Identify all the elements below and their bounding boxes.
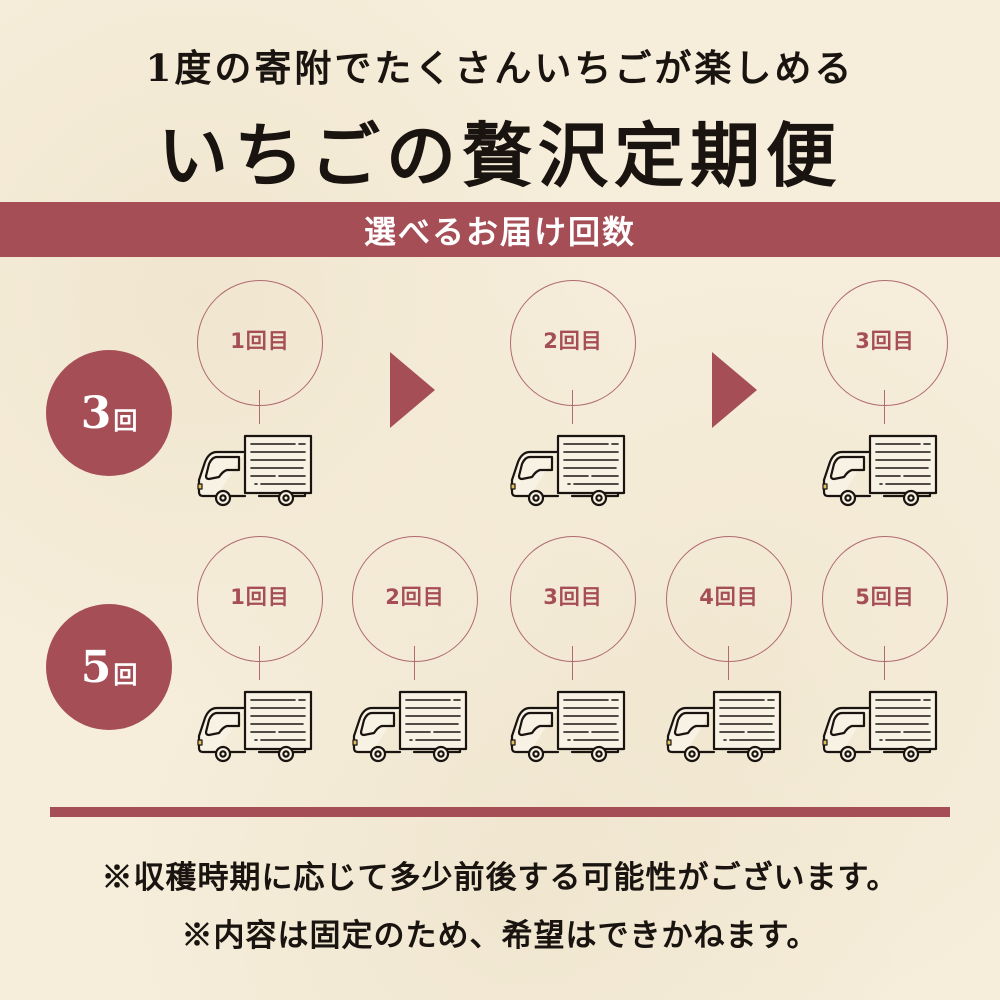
play-arrow-icon	[390, 352, 435, 428]
plan-count-number: 5	[80, 641, 112, 693]
step-circle: 1回目	[197, 536, 323, 662]
connector-line	[259, 646, 260, 680]
connector-line	[728, 646, 729, 680]
play-arrow-icon	[712, 352, 757, 428]
section-banner: 選べるお届け回数	[0, 202, 1000, 257]
divider	[50, 807, 950, 817]
step-label: 5回目	[855, 585, 915, 609]
truck-icon	[350, 686, 470, 766]
truck-icon	[820, 686, 940, 766]
truck-icon	[508, 686, 628, 766]
truck-icon	[195, 430, 315, 510]
connector-line	[259, 390, 260, 424]
plan-5-step-2: 2回目	[350, 536, 480, 766]
plan-3-step-1: 1回目	[195, 280, 325, 510]
plan-5-step-4: 4回目	[664, 536, 794, 766]
truck-icon	[195, 686, 315, 766]
note-harvest-timing: ※収穫時期に応じて多少前後する可能性がございます。	[101, 860, 899, 896]
plan-5-step-1: 1回目	[195, 536, 325, 766]
step-circle: 2回目	[510, 280, 636, 406]
plan-3-step-2: 2回目	[508, 280, 638, 510]
plan-5-step-3: 3回目	[508, 536, 638, 766]
page-title: いちごの贅沢定期便	[158, 114, 842, 197]
step-label: 3回目	[855, 329, 915, 353]
connector-line	[414, 646, 415, 680]
truck-icon	[664, 686, 784, 766]
step-label: 3回目	[543, 585, 603, 609]
plan-count-number: 3	[80, 387, 112, 439]
connector-line	[572, 390, 573, 424]
plan-3-step-3: 3回目	[820, 280, 950, 510]
plan-5-step-5: 5回目	[820, 536, 950, 766]
step-circle: 3回目	[510, 536, 636, 662]
note-fixed-contents: ※内容は固定のため、希望はできかねます。	[181, 918, 819, 954]
banner-label: 選べるお届け回数	[363, 212, 636, 251]
connector-line	[572, 646, 573, 680]
step-circle: 1回目	[197, 280, 323, 406]
step-circle: 5回目	[822, 536, 948, 662]
step-circle: 2回目	[352, 536, 478, 662]
plan-count-unit: 回	[113, 660, 138, 689]
step-label: 2回目	[385, 585, 445, 609]
plan-count-unit: 回	[113, 406, 138, 435]
step-label: 4回目	[699, 585, 759, 609]
step-circle: 4回目	[666, 536, 792, 662]
connector-line	[884, 390, 885, 424]
step-label: 2回目	[543, 329, 603, 353]
plan-3-badge: 3 回	[46, 350, 172, 476]
step-label: 1回目	[230, 329, 290, 353]
subtitle: 1度の寄附でたくさんいちごが楽しめる	[145, 46, 855, 90]
plan-5-badge: 5 回	[46, 604, 172, 730]
connector-line	[884, 646, 885, 680]
step-circle: 3回目	[822, 280, 948, 406]
truck-icon	[508, 430, 628, 510]
truck-icon	[820, 430, 940, 510]
step-label: 1回目	[230, 585, 290, 609]
